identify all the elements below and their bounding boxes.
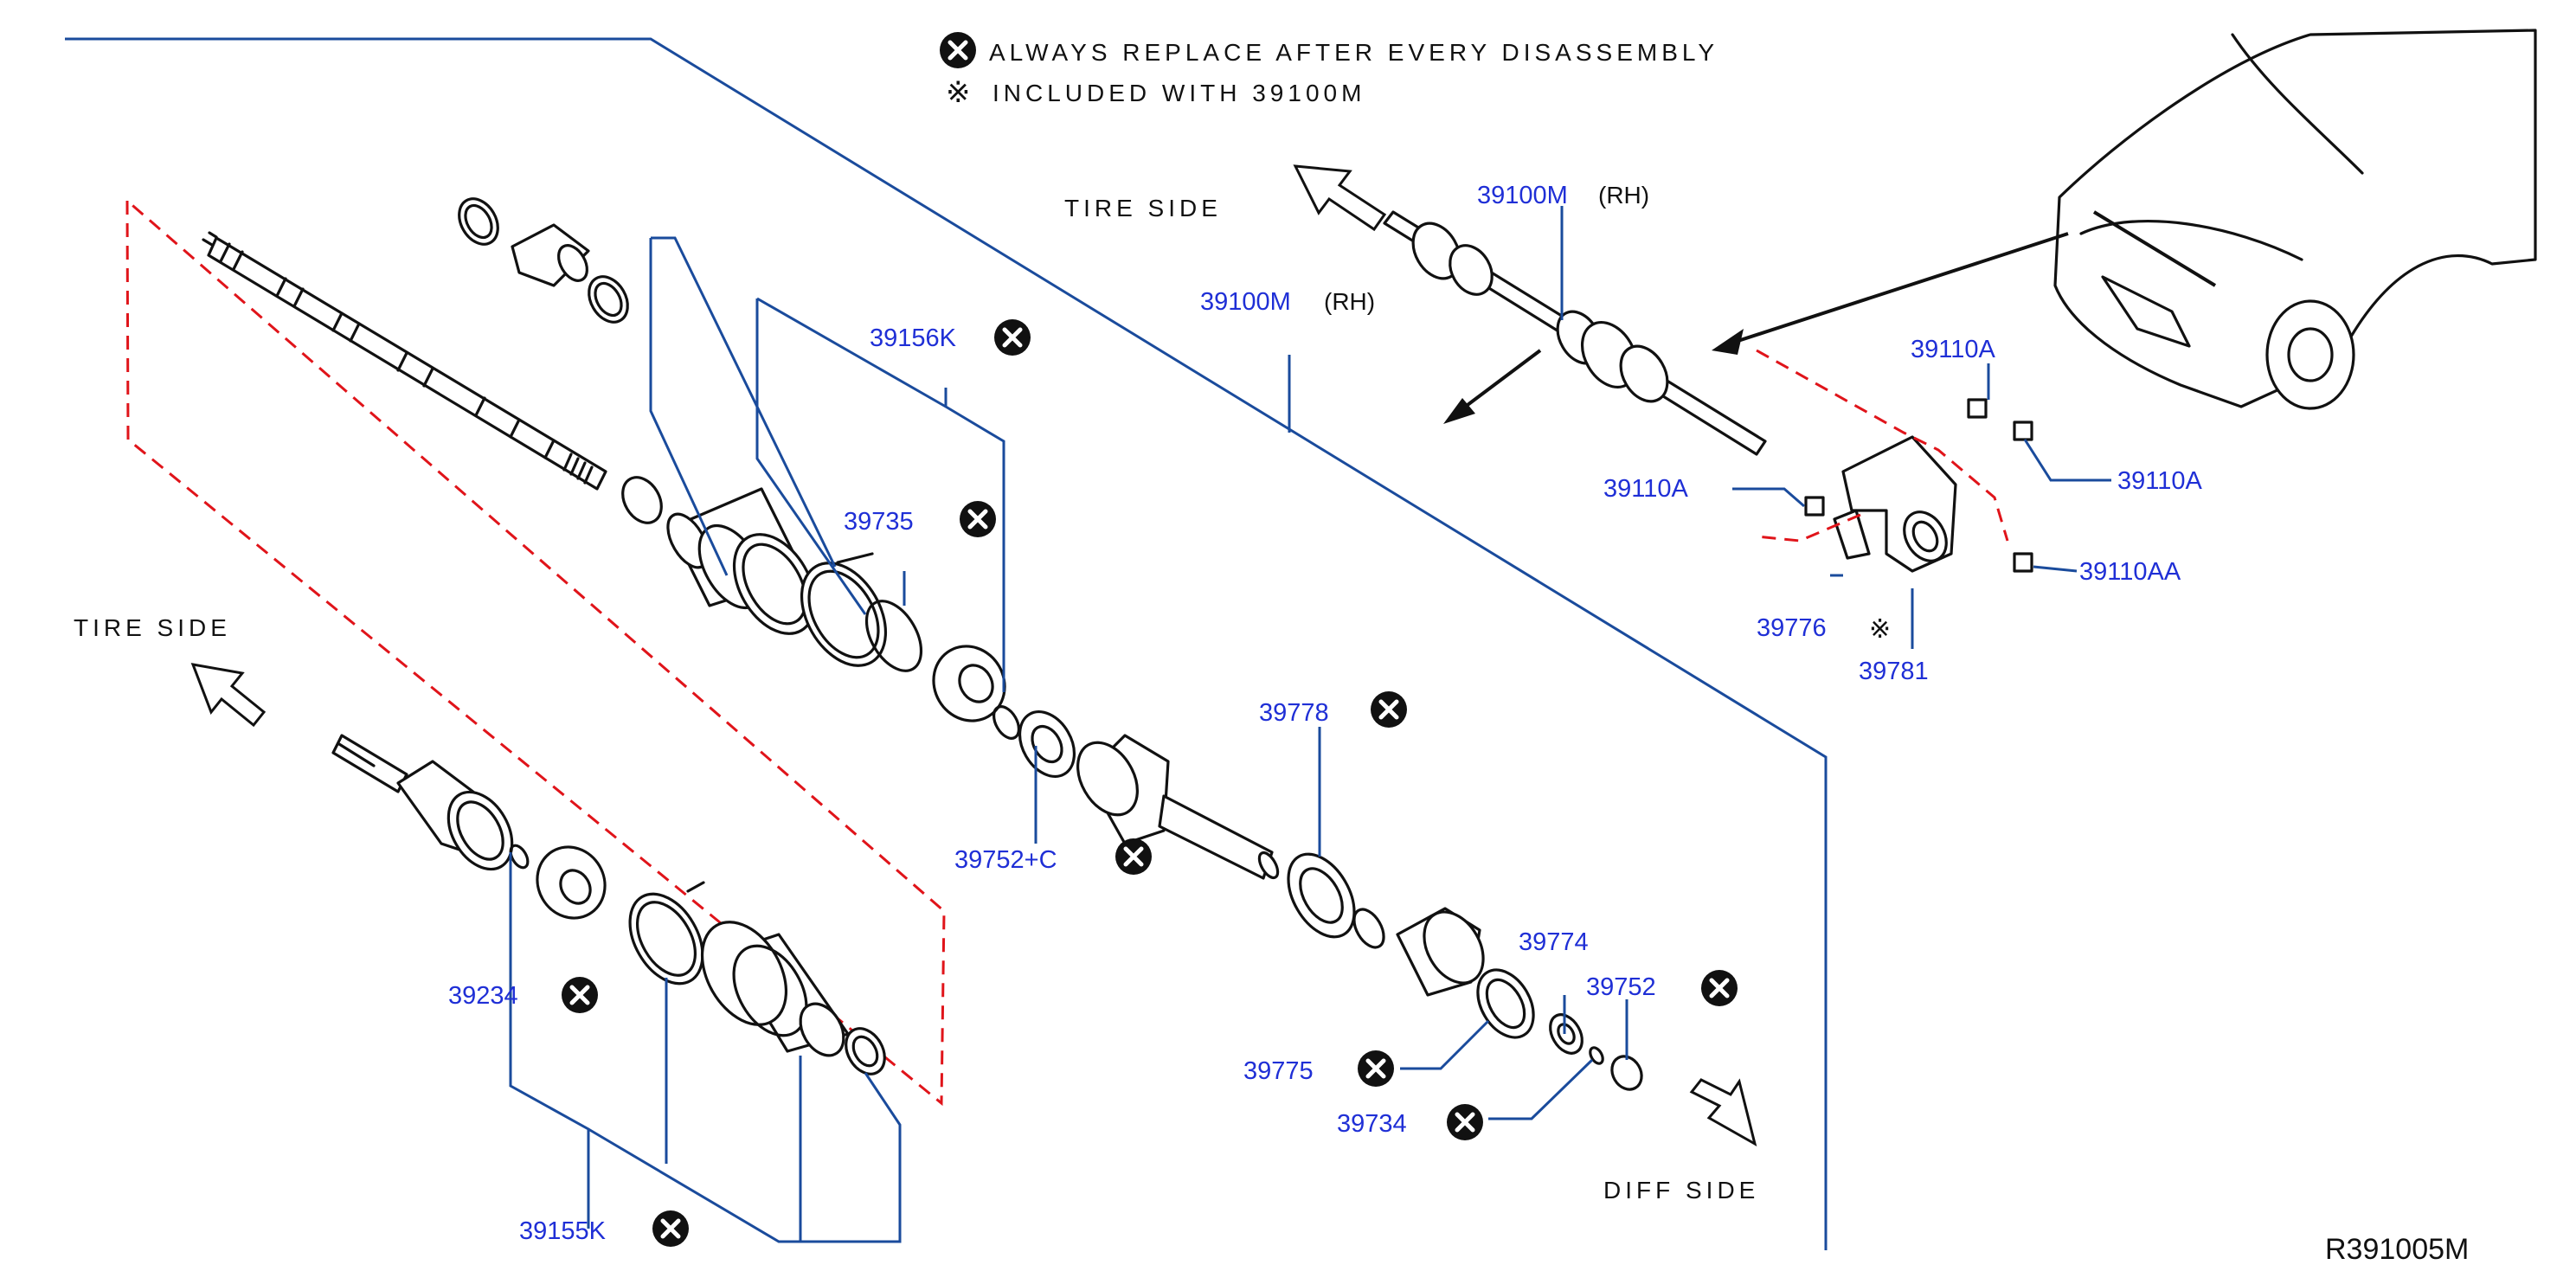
legend-included-with: INCLUDED WITH 39100M	[992, 80, 1365, 106]
part-label-39100M-top: 39100M	[1477, 182, 1568, 209]
x-circle-icon	[1115, 838, 1152, 875]
x-circle-icon	[652, 1210, 689, 1247]
part-label-39155K: 39155K	[519, 1217, 607, 1245]
diff-side-arrow-icon	[1689, 1078, 1757, 1147]
direction-arrowhead-icon	[1443, 398, 1475, 424]
x-circle-icon	[562, 977, 598, 1013]
center-bearing-bracket	[1804, 398, 2033, 573]
part-label-39752C: 39752+C	[954, 846, 1057, 874]
part-label-39110AA: 39110AA	[2079, 558, 2181, 586]
driveshaft-assembly-small	[1383, 210, 1767, 456]
inner-boot-kit	[621, 476, 923, 672]
part-label-39110A-right: 39110A	[2117, 467, 2202, 495]
x-circle-icon	[960, 501, 996, 537]
part-label-39100M-mid-side: (RH)	[1324, 288, 1375, 315]
diagram-reference: R391005M	[2325, 1233, 2469, 1266]
x-circle-icon	[940, 32, 976, 68]
location-pointer	[1721, 232, 2069, 348]
bolt-icon	[1804, 398, 2033, 573]
part-label-39774: 39774	[1519, 928, 1589, 956]
outer-boot-kit	[628, 881, 886, 1075]
part-label-39752: 39752	[1586, 973, 1656, 1001]
reference-mark-icon: ※	[1869, 614, 1891, 645]
x-circle-icon	[1447, 1104, 1483, 1140]
replace-markers: ※	[562, 319, 1891, 1247]
direction-pointer	[1452, 349, 1542, 417]
bracket-outline-2	[1756, 513, 1861, 542]
assembly-leader-frame	[65, 37, 1828, 1250]
part-label-39776: 39776	[1757, 614, 1827, 642]
part-label-39110A-top: 39110A	[1911, 336, 1995, 363]
part-label-39734: 39734	[1337, 1110, 1407, 1138]
part-label-39778: 39778	[1259, 699, 1329, 727]
part-label-39100M-mid: 39100M	[1200, 288, 1291, 316]
part-label-39110A-left: 39110A	[1603, 475, 1688, 503]
joint-housing	[1076, 734, 1280, 880]
part-label-39100M-top-side: (RH)	[1598, 182, 1649, 209]
part-label-39781: 39781	[1859, 658, 1929, 685]
x-circle-icon	[1701, 970, 1738, 1006]
tripod-joint	[932, 645, 1076, 778]
part-label-39234: 39234	[448, 982, 518, 1010]
reference-mark-icon: ※	[946, 75, 971, 110]
vehicle-silhouette	[2053, 29, 2537, 410]
leader-lines	[509, 206, 2111, 1243]
x-circle-icon	[1371, 691, 1407, 728]
tire-side-label-top: TIRE SIDE	[1064, 195, 1222, 221]
legend: ALWAYS REPLACE AFTER EVERY DISASSEMBLY ※…	[940, 32, 1718, 110]
diff-side-parts	[1287, 852, 1643, 1091]
part-number-labels: 39100M (RH) 39100M (RH) 39156K 39735 397…	[448, 182, 2202, 1245]
axle-shaft	[202, 231, 607, 491]
legend-always-replace: ALWAYS REPLACE AFTER EVERY DISASSEMBLY	[989, 39, 1718, 66]
part-label-39156K: 39156K	[870, 324, 957, 352]
pointer-arrowhead-icon	[1712, 329, 1744, 355]
shaft-spline	[562, 453, 594, 485]
damper-sleeves	[458, 197, 629, 324]
tire-side-label-left: TIRE SIDE	[74, 614, 231, 641]
bracket-outline	[1756, 349, 2009, 542]
shaft-assembly-outline	[125, 197, 946, 1107]
x-circle-icon	[994, 319, 1031, 356]
part-label-39735: 39735	[844, 508, 914, 536]
diff-side-label: DIFF SIDE	[1603, 1177, 1759, 1204]
tire-side-arrow-icon	[1293, 164, 1387, 232]
part-label-39775: 39775	[1243, 1057, 1314, 1085]
x-circle-icon	[1358, 1050, 1394, 1087]
tire-side-arrow-left-icon	[190, 663, 267, 728]
outer-cv-joint	[331, 734, 607, 920]
